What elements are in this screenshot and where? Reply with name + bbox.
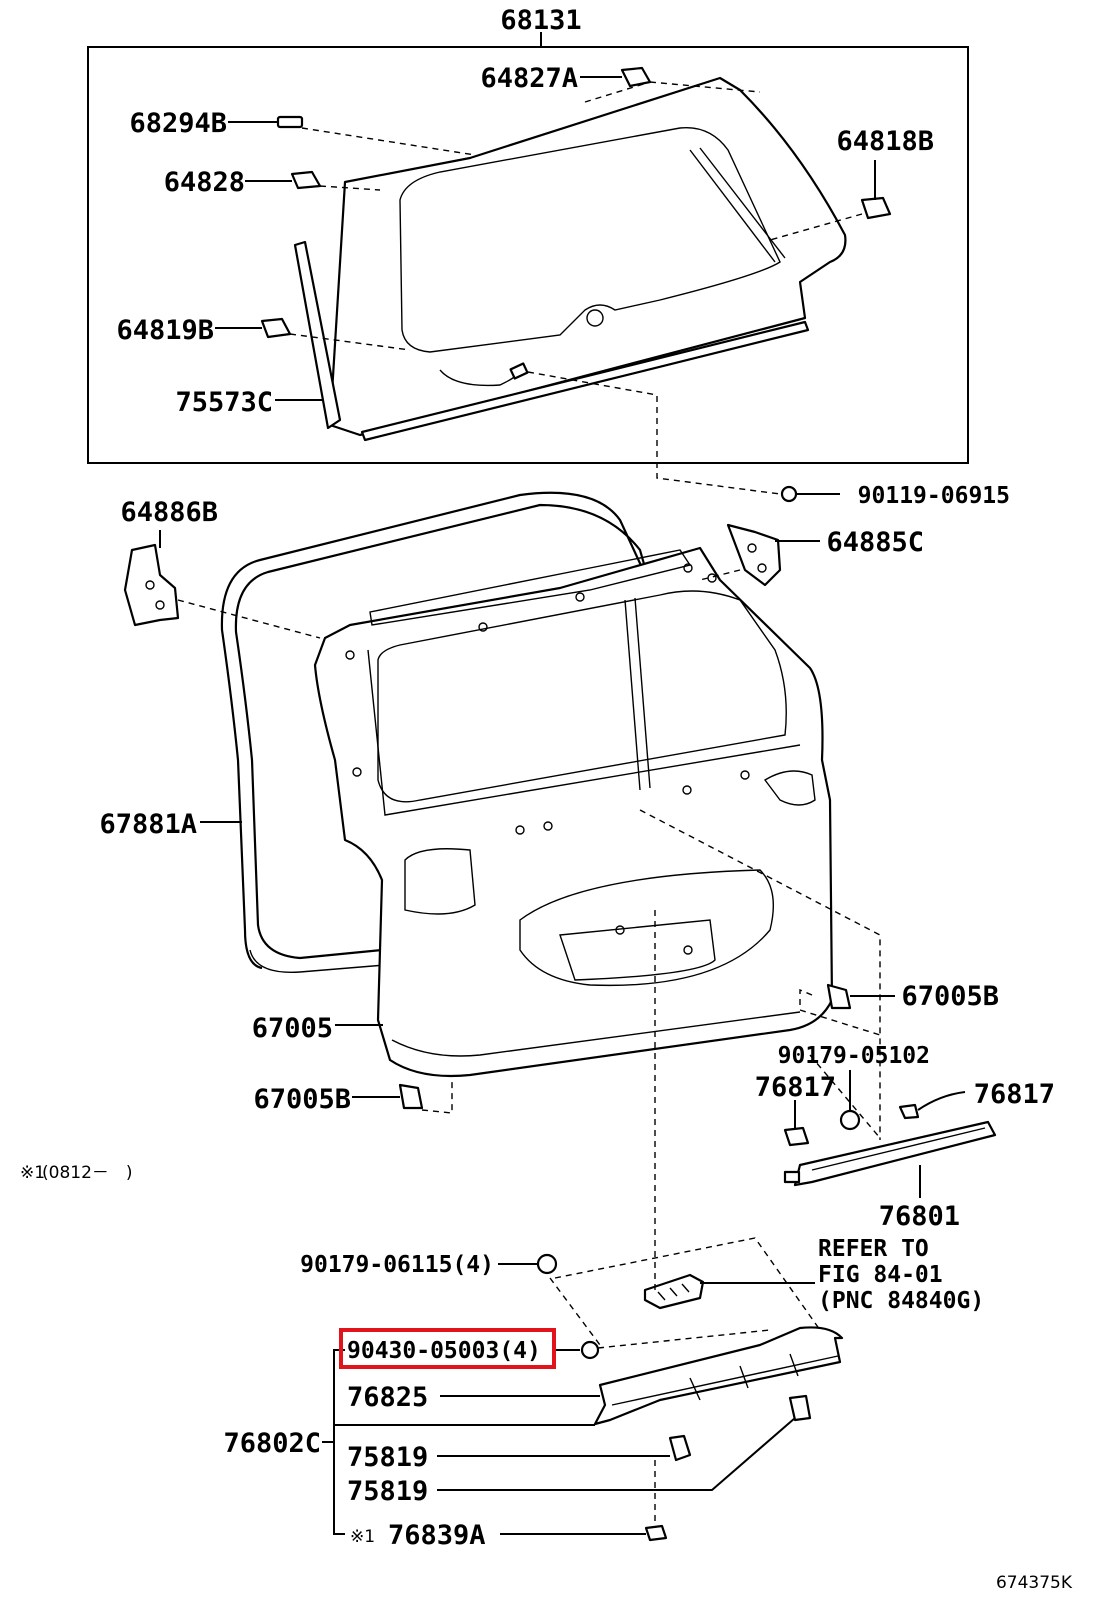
label-75819-a[interactable]: 75819 <box>347 1442 428 1473</box>
label-76801[interactable]: 76801 <box>879 1201 960 1232</box>
refer-line-2: FIG 84-01 <box>818 1262 943 1288</box>
note-mark: ※1 <box>20 1163 45 1183</box>
label-75819-b[interactable]: 75819 <box>347 1476 428 1507</box>
part-76839a[interactable] <box>644 1524 668 1542</box>
label-64828[interactable]: 64828 <box>164 167 245 198</box>
label-67005b-right[interactable]: 67005B <box>901 981 999 1012</box>
nut-90430-05003[interactable] <box>580 1340 600 1360</box>
clip-75819-b[interactable] <box>788 1394 812 1422</box>
note-text: (0812－ ) <box>42 1163 133 1183</box>
hinge-bracket-64885c[interactable] <box>726 523 782 587</box>
garnish-group <box>322 910 844 1542</box>
back-door-group <box>123 491 834 1078</box>
label-64885c[interactable]: 64885C <box>826 527 924 558</box>
back-door-garnish[interactable] <box>593 1326 844 1426</box>
label-67005b-left[interactable]: 67005B <box>253 1084 351 1115</box>
clip-64818b[interactable] <box>860 196 892 220</box>
label-76825[interactable]: 76825 <box>347 1382 428 1413</box>
label-67881a[interactable]: 67881A <box>99 809 197 840</box>
clip-75819-a[interactable] <box>668 1434 692 1462</box>
back-window-group <box>87 32 969 464</box>
stop-lamp-group <box>639 809 997 1198</box>
label-76817-left[interactable]: 76817 <box>755 1072 836 1103</box>
refer-line-3: (PNC 84840G) <box>818 1288 984 1314</box>
label-64819b[interactable]: 64819B <box>116 315 214 346</box>
bolt-90119-06915[interactable] <box>527 371 840 503</box>
label-64818b[interactable]: 64818B <box>836 126 934 157</box>
diagram-code: 674375K <box>996 1573 1073 1593</box>
label-75573c[interactable]: 75573C <box>175 387 273 418</box>
label-90179-06115[interactable]: 90179-06115(4) <box>300 1252 494 1278</box>
clip-68294b[interactable] <box>276 115 304 129</box>
back-window-group-frame <box>87 46 969 464</box>
bumper-stopper-left[interactable] <box>352 1080 453 1114</box>
highlight-box <box>339 1328 556 1369</box>
label-76839a[interactable]: 76839A <box>388 1520 486 1551</box>
back-door-panel[interactable] <box>313 546 834 1078</box>
label-76817-right[interactable]: 76817 <box>974 1079 1055 1110</box>
clip-76817-right[interactable] <box>898 1103 920 1120</box>
label-90119-06915[interactable]: 90119-06915 <box>858 483 1010 509</box>
bumper-stopper-right[interactable] <box>799 983 895 1036</box>
label-76802c[interactable]: 76802C <box>223 1428 321 1459</box>
label-90179-05102[interactable]: 90179-05102 <box>778 1043 930 1069</box>
nut-90179-05102[interactable] <box>839 1109 861 1131</box>
label-67005[interactable]: 67005 <box>252 1013 333 1044</box>
label-64827a[interactable]: 64827A <box>480 63 578 94</box>
refer-line-1: REFER TO <box>818 1236 929 1262</box>
nut-90179-06115[interactable] <box>536 1253 558 1275</box>
label-68294b[interactable]: 68294B <box>129 108 227 139</box>
clip-64819b[interactable] <box>260 317 292 339</box>
hinge-bracket-64886b[interactable] <box>123 543 180 627</box>
label-64886b[interactable]: 64886B <box>120 497 218 528</box>
clip-64828[interactable] <box>290 170 322 190</box>
label-76839a-mark: ※1 <box>350 1527 375 1547</box>
side-molding[interactable] <box>293 240 342 430</box>
clip-64827a[interactable] <box>620 66 652 88</box>
clip-76817-left[interactable] <box>783 1126 810 1147</box>
label-68131[interactable]: 68131 <box>500 5 581 36</box>
high-mount-stop-lamp[interactable] <box>793 1120 997 1187</box>
label-90430-05003[interactable]: 90430-05003(4) <box>347 1338 541 1364</box>
license-lamp[interactable] <box>643 1273 705 1310</box>
back-window-glass[interactable] <box>328 76 847 437</box>
